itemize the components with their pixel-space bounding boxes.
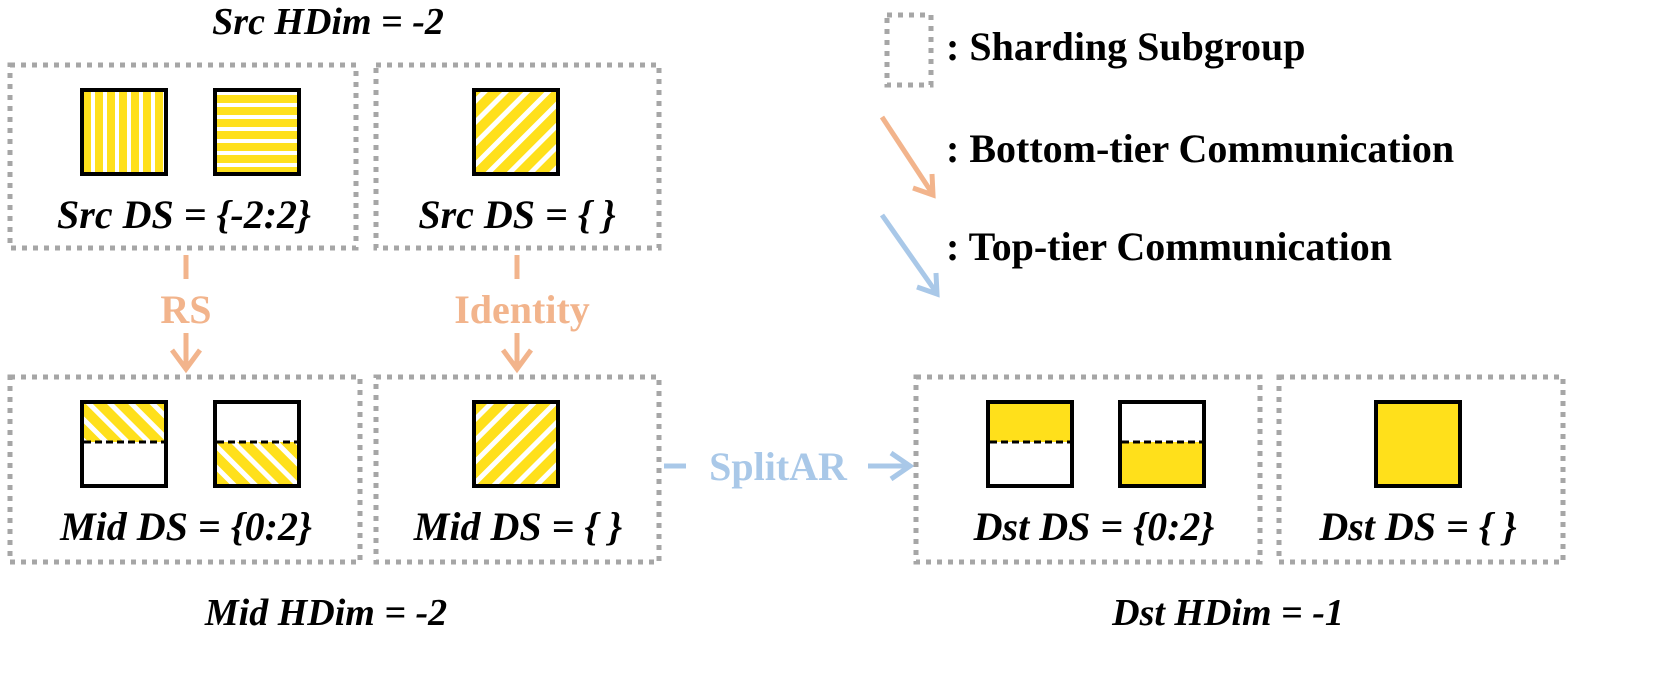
tile-top-half-diagonal-fill: [82, 402, 166, 442]
dst-subgroup-1: Dst DS = {0:2}: [913, 374, 1263, 565]
tile-solid: [1374, 400, 1462, 488]
splitar-label: SplitAR: [709, 444, 848, 489]
identity-arrowhead: [500, 348, 534, 374]
tile-horizontal-stripes: [213, 88, 301, 176]
tile-vertical-stripes: [80, 88, 168, 176]
mid-hdim-title: Mid HDim = -2: [204, 592, 447, 634]
rs-communication: RS: [160, 255, 212, 374]
dst-subgroup-2: Dst DS = { }: [1276, 374, 1566, 565]
legend-bottom-tier-arrowhead: [912, 173, 936, 199]
legend-top-tier-arrow: [879, 213, 939, 294]
tile-top-half-solid-fill: [988, 402, 1072, 442]
tile-bottom-half-diagonal-fill: [215, 442, 299, 486]
src-hdim-title: Src HDim = -2: [212, 1, 444, 43]
dst-ds-label-1: Dst DS = {0:2}: [973, 504, 1215, 549]
tile-top-half-solid: [986, 400, 1074, 488]
identity-communication: Identity: [454, 255, 590, 374]
tile-bottom-half-diagonal: [213, 400, 301, 488]
dst-ds-label-2: Dst DS = { }: [1318, 504, 1516, 549]
legend-top-tier-label: : Top-tier Communication: [946, 224, 1392, 269]
dst-hdim-title: Dst HDim = -1: [1111, 592, 1344, 634]
src-subgroup-2-border: [373, 62, 662, 251]
dst-subgroup-2-border: [1276, 374, 1566, 565]
splitar-arrowhead: [889, 450, 915, 482]
tile-diagonal-stripes: [472, 88, 560, 176]
legend-bottom-tier-arrow: [879, 115, 935, 195]
legend-bottom-tier-label: : Bottom-tier Communication: [946, 126, 1454, 171]
splitar-communication: SplitAR: [664, 444, 915, 489]
identity-label: Identity: [454, 287, 590, 332]
src-subgroup-1: Src DS = {-2:2}: [7, 62, 359, 251]
tile-diagonal-stripes: [472, 400, 560, 488]
mid-ds-label-2: Mid DS = { }: [413, 504, 623, 549]
tile-bottom-half-solid: [1118, 400, 1206, 488]
mid-subgroup-2: Mid DS = { }: [373, 374, 662, 565]
src-ds-label-2: Src DS = { }: [418, 192, 615, 237]
tile-bottom-half-solid-fill: [1120, 442, 1204, 486]
legend-subgroup-swatch: [884, 12, 934, 88]
mid-subgroup-2-border: [373, 374, 662, 565]
rs-label: RS: [160, 287, 211, 332]
legend-sharding-subgroup-label: : Sharding Subgroup: [946, 24, 1305, 69]
src-ds-label-1: Src DS = {-2:2}: [57, 192, 311, 237]
mid-subgroup-1: Mid DS = {0:2}: [7, 374, 363, 565]
tile-top-half-diagonal: [80, 400, 168, 488]
mid-ds-label-1: Mid DS = {0:2}: [59, 504, 312, 549]
mid-subgroup-1-border: [7, 374, 363, 565]
legend: : Sharding Subgroup : Bottom-tier Commun…: [879, 12, 1454, 298]
legend-top-tier-arrowhead: [916, 272, 940, 298]
src-subgroup-2: Src DS = { }: [373, 62, 662, 251]
rs-arrowhead: [169, 348, 203, 374]
